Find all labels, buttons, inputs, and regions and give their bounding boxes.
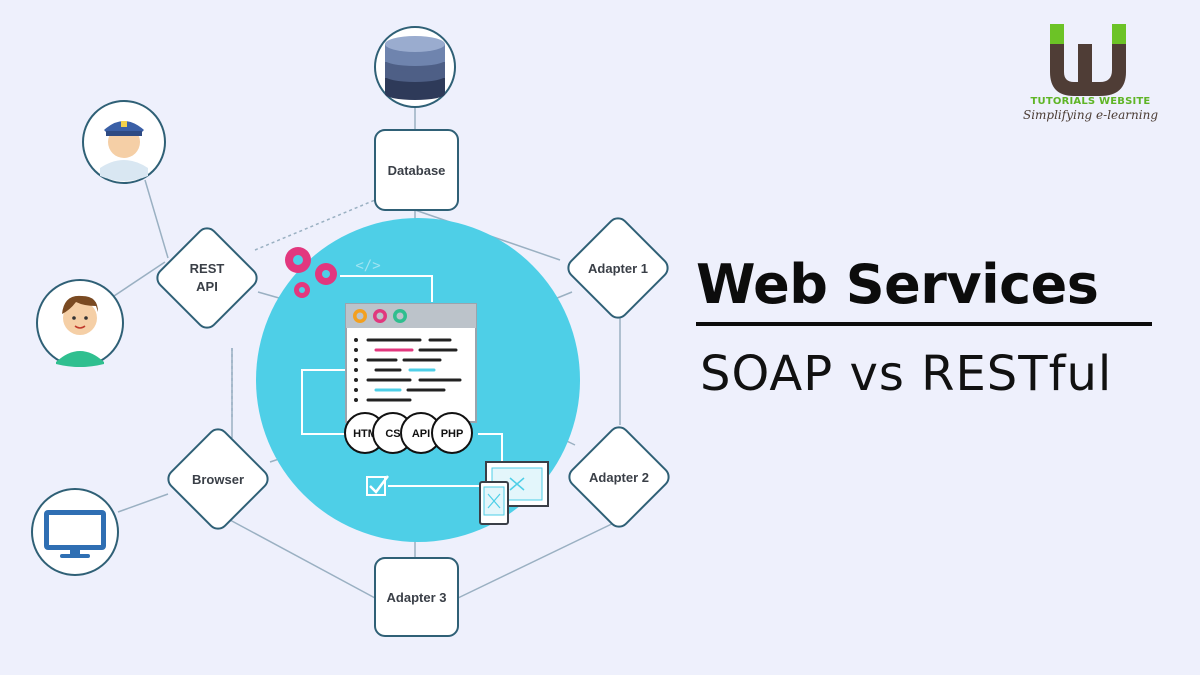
tech-chips: HTM CS API PHP <box>344 412 473 454</box>
title-underline <box>696 322 1152 326</box>
checkbox-icon <box>366 475 389 496</box>
adapter-2-node[interactable]: Adapter 2 <box>565 423 672 530</box>
browser-label: Browser <box>192 472 244 487</box>
chip-html-label: HTM <box>353 428 377 440</box>
browser-node[interactable]: Browser <box>164 425 271 532</box>
database-label: Database <box>388 163 446 178</box>
brand-tagline: Simplifying e-learning <box>1022 108 1159 122</box>
chip-php: PHP <box>431 412 473 454</box>
chip-api: API <box>400 412 442 454</box>
database-node[interactable]: Database <box>374 129 459 211</box>
monitor-icon <box>31 488 119 576</box>
brand-name: TUTORIALS WEBSITE <box>1030 96 1151 107</box>
rest-api-node[interactable]: REST API <box>153 224 260 331</box>
user-icon <box>36 279 124 367</box>
rest-api-label-line2: API <box>196 279 218 294</box>
adapter-1-label: Adapter 1 <box>588 261 648 276</box>
code-window <box>345 303 477 423</box>
responsive-devices-icon <box>479 461 549 525</box>
brand-logo-mark <box>1050 24 1126 96</box>
hub-inner-lines <box>301 275 503 487</box>
chip-php-label: PHP <box>441 428 464 440</box>
admin-user-icon <box>82 100 166 184</box>
code-tag-icon: </> <box>355 258 380 274</box>
database-icon <box>374 26 456 108</box>
chip-api-label: API <box>412 428 430 440</box>
gears-icon <box>285 247 337 298</box>
adapter-3-node[interactable]: Adapter 3 <box>374 557 459 637</box>
brand: TUTORIALS WEBSITE Simplifying e-learning <box>1000 18 1180 128</box>
adapter-1-node[interactable]: Adapter 1 <box>564 214 671 321</box>
chip-css-label: CS <box>385 428 400 440</box>
page-subtitle: SOAP vs RESTful <box>700 346 1113 402</box>
page-title: Web Services <box>696 253 1099 316</box>
rest-api-label-line1: REST <box>190 261 225 276</box>
adapter-3-label: Adapter 3 <box>387 590 447 605</box>
adapter-2-label: Adapter 2 <box>589 470 649 485</box>
